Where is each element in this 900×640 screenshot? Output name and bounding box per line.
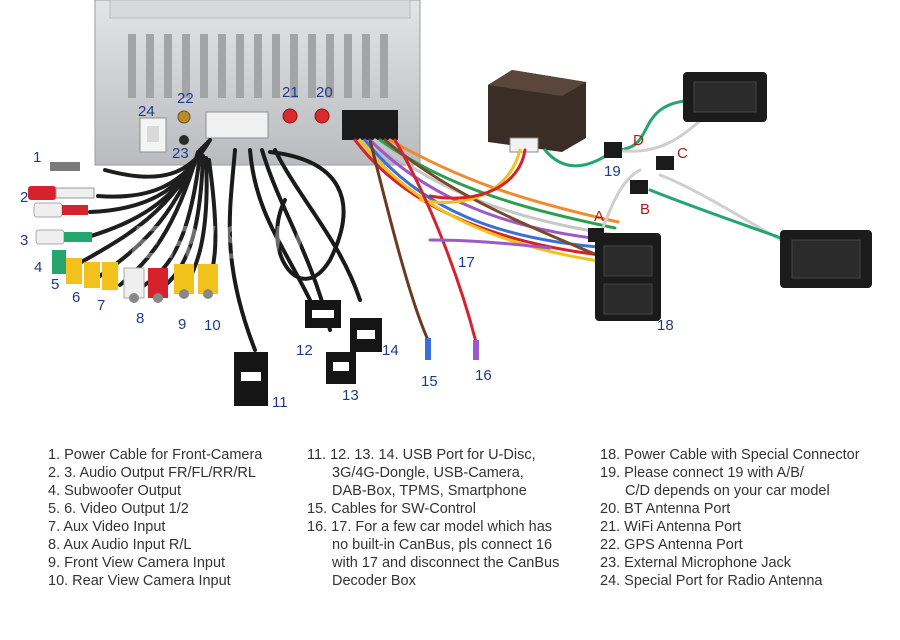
callout-letters: A B C D (594, 132, 688, 225)
canbus-decoder-box (488, 70, 586, 153)
legend-item: 21. WiFi Antenna Port (600, 519, 742, 535)
callout-18: 18 (657, 317, 674, 334)
wiring-diagram: ERISIN 1 2 3 4 5 6 7 8 9 10 11 12 13 14 … (20, 0, 872, 411)
callout-23: 23 (172, 145, 189, 162)
legend-item: 2. 3. Audio Output FR/FL/RR/RL (48, 465, 256, 481)
callout-10: 10 (204, 317, 221, 334)
legend-item: 24. Special Port for Radio Antenna (600, 573, 823, 589)
callout-16: 16 (475, 367, 492, 384)
callout-24: 24 (138, 103, 155, 120)
callout-19: 19 (604, 163, 621, 180)
legend-item: 16. 17. For a few car model which has (307, 519, 553, 535)
callout-9: 9 (178, 316, 186, 333)
head-unit-chassis (94, 0, 421, 166)
callout-1: 1 (33, 149, 41, 166)
legend-item: 22. GPS Antenna Port (600, 537, 743, 553)
callout-11: 11 (272, 394, 288, 411)
legend-column-3: 18. Power Cable with Special Connector 1… (600, 446, 860, 590)
callout-8: 8 (136, 310, 144, 327)
legend-item-continued: Decoder Box (332, 573, 416, 589)
callout-A: A (594, 208, 604, 225)
callout-D: D (633, 132, 644, 149)
legend-item-continued: 3G/4G-Dongle, USB-Camera, (332, 465, 524, 481)
watermark: ERISIN (130, 216, 307, 268)
rca-harness (76, 138, 218, 292)
legend-item: 11. 12. 13. 14. USB Port for U-Disc, (307, 447, 536, 463)
callout-14: 14 (382, 342, 399, 359)
power-connector (595, 233, 661, 321)
legend-item: 1. Power Cable for Front-Camera (48, 447, 263, 463)
legend-item-continued: DAB-Box, TPMS, Smartphone (332, 483, 527, 499)
legend-column-2: 11. 12. 13. 14. USB Port for U-Disc, 3G/… (307, 446, 559, 590)
callout-C: C (677, 145, 688, 162)
legend-item-continued: C/D depends on your car model (625, 483, 830, 499)
legend-item-continued: no built-in CanBus, pls connect 16 (332, 537, 553, 553)
callout-15: 15 (421, 373, 438, 390)
callout-2: 2 (20, 189, 28, 206)
usb-plugs (234, 300, 382, 406)
legend-item: 8. Aux Audio Input R/L (48, 537, 192, 553)
legend-item: 18. Power Cable with Special Connector (600, 447, 860, 463)
callout-B: B (640, 201, 650, 218)
legend-item: 5. 6. Video Output 1/2 (48, 501, 189, 517)
callout-7: 7 (97, 297, 105, 314)
callout-6: 6 (72, 289, 80, 306)
legend-column-1: 1. Power Cable for Front-Camera 2. 3. Au… (48, 446, 262, 590)
callout-13: 13 (342, 387, 359, 404)
legend-item: 15. Cables for SW-Control (307, 501, 476, 517)
power-wire-bundle (353, 138, 622, 344)
callout-5: 5 (51, 276, 59, 293)
callout-21: 21 (282, 84, 299, 101)
legend-item: 4. Subwoofer Output (48, 483, 181, 499)
callout-4: 4 (34, 259, 42, 276)
legend-item: 23. External Microphone Jack (600, 555, 792, 571)
callout-12: 12 (296, 342, 313, 359)
legend-item: 7. Aux Video Input (48, 519, 166, 535)
callout-numbers: 1 2 3 4 5 6 7 8 9 10 11 12 13 14 15 16 1… (20, 84, 674, 411)
legend-item-continued: with 17 and disconnect the CanBus (332, 555, 560, 571)
legend-item: 10. Rear View Camera Input (48, 573, 231, 589)
callout-17: 17 (458, 254, 475, 271)
iso-connectors (588, 72, 872, 288)
callout-3: 3 (20, 232, 28, 249)
sw-control-ends (425, 338, 479, 360)
legend-item: 9. Front View Camera Input (48, 555, 226, 571)
legend-item: 19. Please connect 19 with A/B/ (600, 465, 804, 481)
callout-22: 22 (177, 90, 194, 107)
callout-20: 20 (316, 84, 333, 101)
rca-connectors (28, 162, 218, 303)
legend-item: 20. BT Antenna Port (600, 501, 731, 517)
